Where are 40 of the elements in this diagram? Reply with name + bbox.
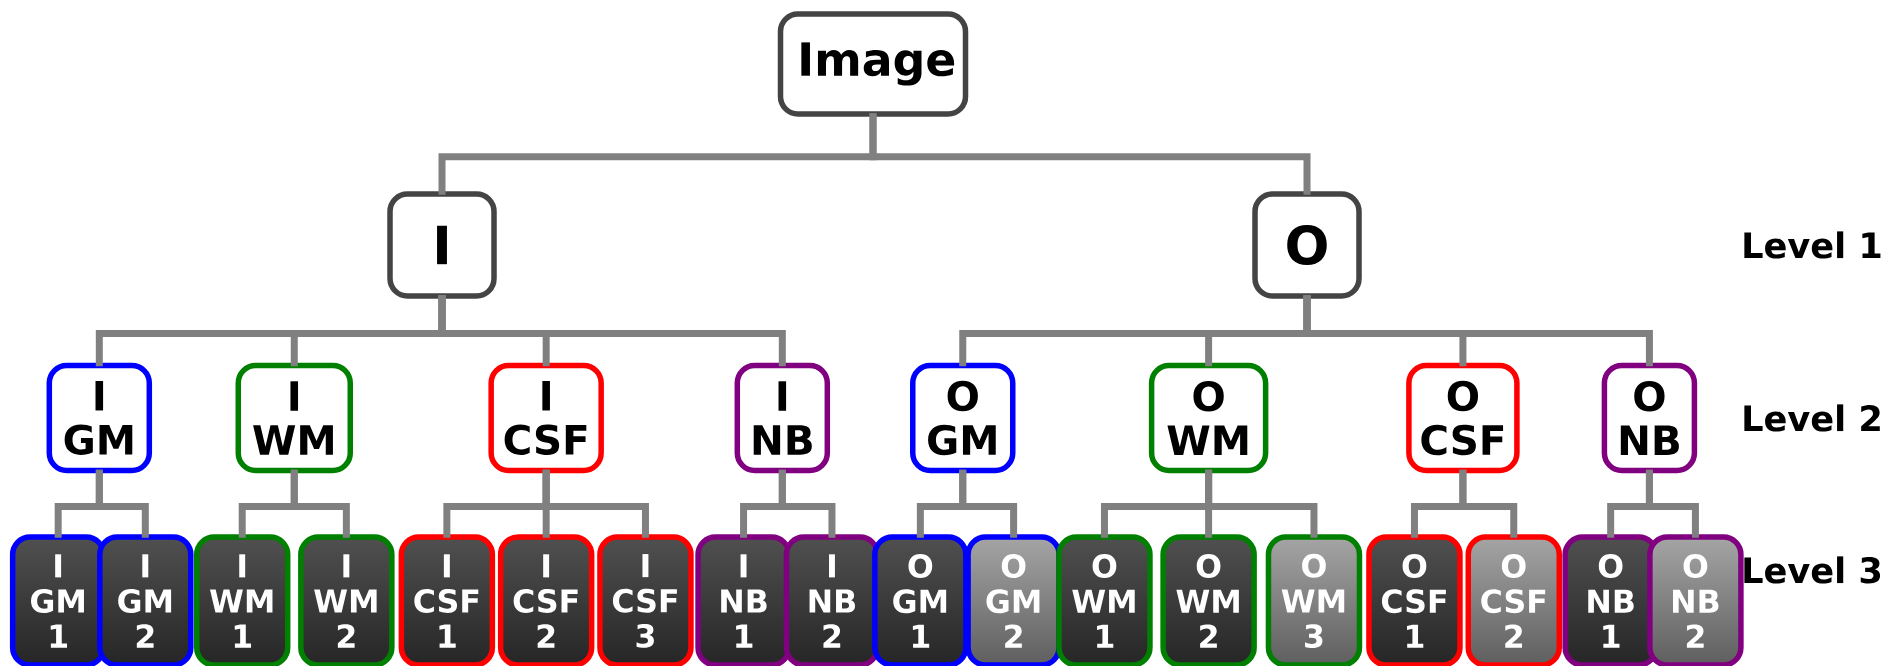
tree-box: O WM 2 bbox=[1160, 534, 1257, 666]
tree-box: O GM bbox=[910, 362, 1016, 474]
tree-box: O GM 1 bbox=[872, 534, 969, 666]
tree-box: I CSF 1 bbox=[398, 534, 496, 666]
tree-box: I bbox=[387, 191, 497, 299]
tree-box: O CSF 1 bbox=[1366, 534, 1463, 666]
tree-box: I GM 1 bbox=[9, 534, 107, 666]
tree-box: I NB 1 bbox=[695, 534, 792, 666]
level-label: Level 2 bbox=[1744, 404, 1880, 432]
tree-box: Image bbox=[777, 11, 969, 117]
connector bbox=[869, 113, 1311, 195]
tree-box: I WM 2 bbox=[298, 534, 395, 666]
connector bbox=[1645, 469, 1699, 538]
connector bbox=[95, 469, 149, 538]
tree-box: I CSF 3 bbox=[597, 534, 694, 666]
tree-box: I WM 1 bbox=[193, 534, 291, 666]
tree-box: O WM bbox=[1148, 362, 1269, 474]
level-label: Level 1 bbox=[1744, 231, 1881, 259]
tree-box: I WM bbox=[235, 362, 353, 474]
connector bbox=[1459, 469, 1518, 538]
connector bbox=[959, 469, 1018, 538]
tree-box: O NB 2 bbox=[1647, 534, 1744, 666]
tree-box: O bbox=[1252, 191, 1362, 299]
level-label: Level 3 bbox=[1744, 556, 1881, 584]
connector bbox=[542, 469, 649, 538]
tree-box: O CSF bbox=[1406, 362, 1520, 474]
tree-box: I GM 2 bbox=[97, 534, 194, 666]
tree-box: O GM 2 bbox=[965, 534, 1062, 666]
tree-box: O NB 1 bbox=[1562, 534, 1659, 666]
tree-box: I GM bbox=[46, 362, 153, 474]
tree-box: O WM 3 bbox=[1265, 534, 1363, 666]
tree-box: O NB bbox=[1601, 362, 1698, 474]
tree-box: I CSF 2 bbox=[497, 534, 595, 666]
connector bbox=[1205, 469, 1318, 538]
tree-box: I CSF bbox=[488, 362, 604, 474]
connector bbox=[778, 469, 836, 538]
tree-box: I NB bbox=[734, 362, 831, 474]
connector bbox=[290, 469, 350, 538]
tree-box: O WM 1 bbox=[1056, 534, 1153, 666]
tree-box: O CSF 2 bbox=[1465, 534, 1562, 666]
